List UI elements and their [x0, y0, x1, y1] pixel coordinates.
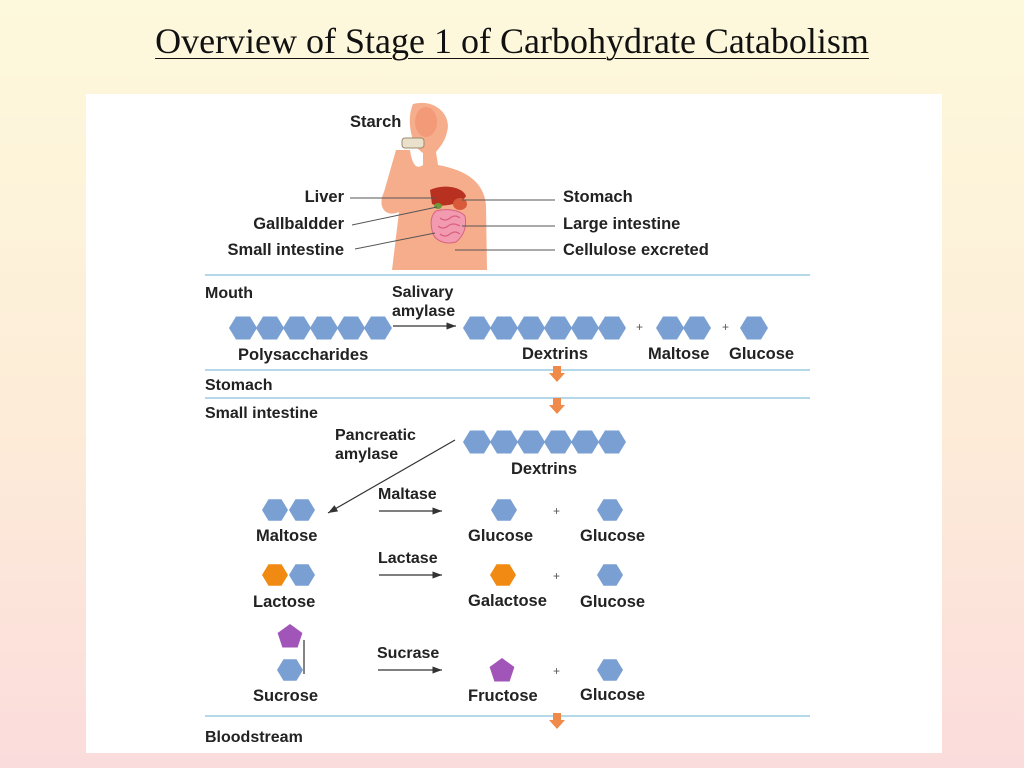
glucose-product-lactase: Glucose: [580, 593, 645, 611]
digestion-diagram: Starch Liver Gallbaldder Small intestine…: [205, 102, 810, 746]
glucose-unit: [491, 499, 517, 521]
stomach-organ: [453, 198, 467, 210]
dextrins-label-mouth: Dextrins: [522, 345, 588, 363]
maltose-label-mouth: Maltose: [648, 345, 709, 363]
salivary-amylase-label-1: Salivary: [392, 284, 453, 301]
dextrin-unit: [544, 430, 572, 454]
human-figure: [381, 102, 487, 270]
stomach-organ-label: Stomach: [563, 188, 633, 206]
glucose-product-2-maltase: Glucose: [580, 527, 645, 545]
glucose-unit: [597, 499, 623, 521]
diagram-panel: Starch Liver Gallbaldder Small intestine…: [86, 94, 942, 753]
plus-sign: +: [722, 320, 729, 334]
dextrin-unit: [598, 430, 626, 454]
large-intestine-label: Large intestine: [563, 215, 680, 233]
dextrin-unit: [571, 316, 599, 340]
bread-icon: [401, 137, 425, 149]
polysaccharide-unit: [364, 316, 392, 340]
glucose-unit: [597, 564, 623, 586]
sucrase-label: Sucrase: [377, 645, 439, 662]
plus-sign: +: [553, 664, 560, 678]
maltose-unit: [289, 499, 315, 521]
dextrin-unit: [544, 316, 572, 340]
galactose-unit: [262, 564, 288, 586]
flow-arrows: [549, 366, 565, 729]
pancreatic-amylase-label-1: Pancreatic: [335, 427, 416, 444]
glucose-product-sucrase: Glucose: [580, 686, 645, 704]
dextrin-unit: [598, 316, 626, 340]
polysaccharide-unit: [310, 316, 338, 340]
maltose-label: Maltose: [256, 527, 317, 545]
starch-label: Starch: [350, 113, 401, 131]
galactose-product: Galactose: [468, 592, 547, 610]
fructose-product: Fructose: [468, 687, 538, 705]
flow-down-arrow: [549, 366, 565, 382]
sucrose-label: Sucrose: [253, 687, 318, 705]
glucose-label-mouth: Glucose: [729, 345, 794, 363]
maltase-label: Maltase: [378, 486, 437, 503]
plus-sign: +: [553, 569, 560, 583]
small-intestine-organ-label: Small intestine: [228, 241, 344, 259]
bloodstream-section-label: Bloodstream: [205, 729, 303, 746]
polysaccharide-unit: [337, 316, 365, 340]
gallbladder-label: Gallbaldder: [253, 215, 344, 233]
salivary-amylase-label-2: amylase: [392, 303, 455, 320]
dextrin-unit: [517, 316, 545, 340]
polysaccharides-label: Polysaccharides: [238, 346, 368, 364]
polysaccharide-unit: [229, 316, 257, 340]
plus-sign: +: [636, 320, 643, 334]
plus-sign: +: [553, 504, 560, 518]
galactose-unit: [490, 564, 516, 586]
label-leader-lines: [350, 197, 555, 251]
dextrins-label-intestine: Dextrins: [511, 460, 577, 478]
mouth-section-label: Mouth: [205, 285, 253, 302]
glucose-unit: [277, 659, 303, 681]
glucose-product-1-maltase: Glucose: [468, 527, 533, 545]
maltose-unit: [262, 499, 288, 521]
pancreatic-arrow: [327, 439, 456, 514]
sugar-units: [229, 316, 768, 682]
fructose-unit: [489, 658, 515, 682]
section-dividers: [205, 274, 810, 717]
dextrin-unit: [517, 430, 545, 454]
maltose-unit: [683, 316, 711, 340]
maltose-unit: [656, 316, 684, 340]
flow-down-arrow: [549, 713, 565, 729]
small-intestine-section-label: Small intestine: [205, 405, 318, 422]
liver-label: Liver: [305, 188, 345, 206]
polysaccharide-unit: [256, 316, 284, 340]
stomach-section-label: Stomach: [205, 377, 273, 394]
pancreatic-amylase-label-2: amylase: [335, 446, 398, 463]
slide-title: Overview of Stage 1 of Carbohydrate Cata…: [155, 21, 869, 61]
lactose-label: Lactose: [253, 593, 315, 611]
lactase-label: Lactase: [378, 550, 438, 567]
flow-down-arrow: [549, 398, 565, 414]
glucose-unit: [597, 659, 623, 681]
glucose-unit: [289, 564, 315, 586]
dextrin-unit: [463, 430, 491, 454]
dextrin-unit: [463, 316, 491, 340]
gallbladder-organ: [434, 203, 442, 209]
polysaccharide-unit: [283, 316, 311, 340]
fructose-unit: [277, 624, 303, 648]
dextrin-unit: [571, 430, 599, 454]
head: [415, 107, 437, 137]
cellulose-label: Cellulose excreted: [563, 241, 709, 259]
glucose-unit: [740, 316, 768, 340]
dextrin-unit: [490, 316, 518, 340]
dextrin-unit: [490, 430, 518, 454]
